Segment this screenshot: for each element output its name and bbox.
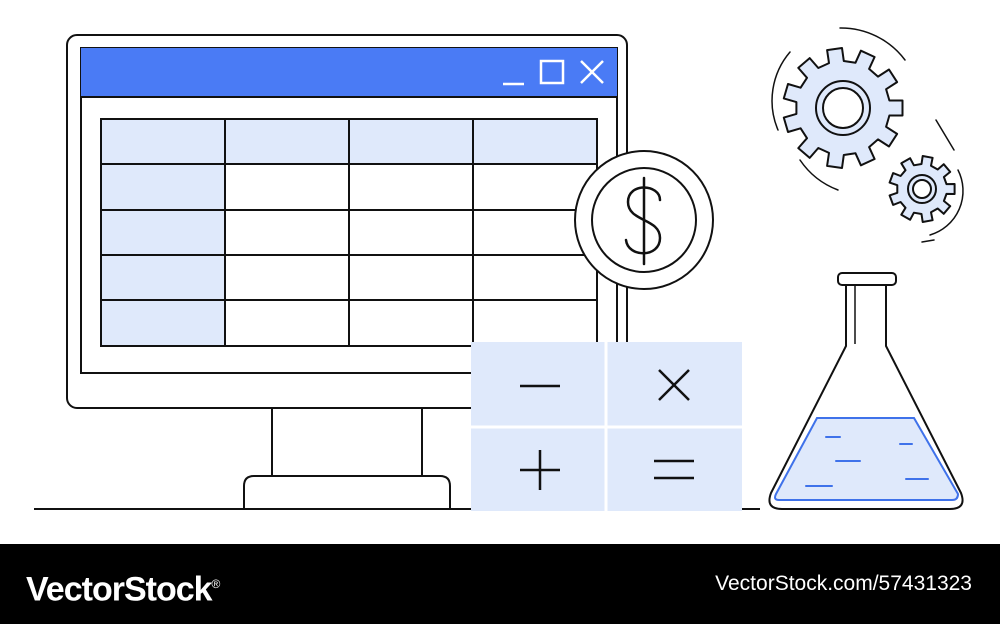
gear-hole (912, 179, 932, 199)
liquid-dashes (805, 436, 929, 487)
trademark-mark: ® (211, 577, 221, 591)
gear-hole (822, 87, 864, 129)
dollar-icon (624, 176, 662, 266)
lab-flask (768, 272, 964, 510)
monitor-neck (271, 407, 423, 477)
illustration (34, 27, 964, 511)
spreadsheet-table (100, 118, 598, 347)
large-gear-icon (782, 47, 904, 169)
brand-name: VectorStock (26, 570, 213, 609)
dollar-coin (574, 150, 714, 290)
gears (771, 27, 964, 243)
flask-rim (837, 272, 897, 286)
monitor-stand-base (243, 475, 451, 510)
calculator-keypad (471, 342, 742, 511)
plus-icon (520, 450, 560, 490)
close-icon (580, 60, 604, 84)
equals-icon (654, 459, 694, 480)
image-reference: VectorStock.com/57431323 (715, 572, 972, 595)
small-gear-icon (888, 155, 956, 223)
maximize-icon (539, 59, 565, 85)
multiply-icon (658, 369, 690, 401)
brand-logo: VectorStock® (26, 562, 221, 611)
window-title-bar (81, 48, 617, 96)
footer-bar: VectorStock® VectorStock.com/57431323 (0, 544, 1000, 624)
motion-arcs (771, 27, 964, 243)
flask-outline (768, 285, 964, 510)
